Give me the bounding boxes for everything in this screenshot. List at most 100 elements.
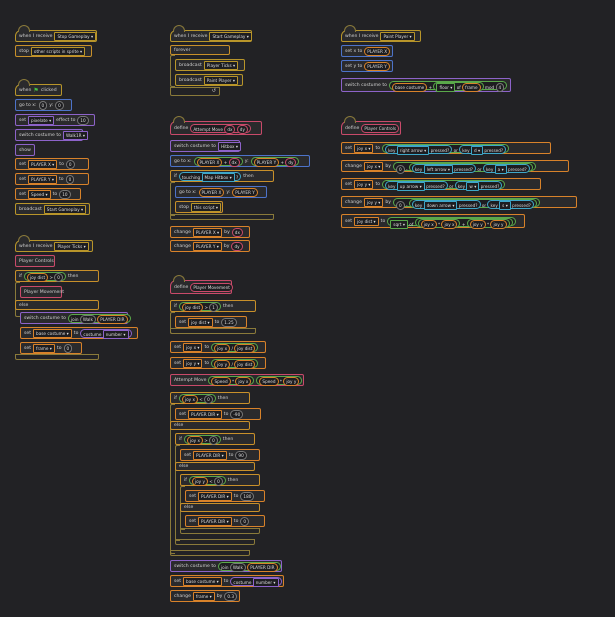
- set-var-block[interactable]: set PLAYER X to 0: [15, 158, 89, 170]
- set-var-block[interactable]: set joy y to joy y / joy dist: [170, 357, 266, 369]
- if-else-block[interactable]: if joy dist > 0 then: [15, 270, 99, 282]
- joy-x-reporter[interactable]: joy x: [186, 435, 203, 445]
- change-joy-x-block[interactable]: change joy x by 0 - key left arrow press…: [341, 160, 569, 174]
- key-dropdown[interactable]: a: [494, 164, 507, 174]
- key-pressed-sensor[interactable]: key left arrow pressed?: [411, 163, 476, 174]
- or-operator[interactable]: key down arrow pressed? or key s pressed…: [408, 198, 537, 210]
- player-y-reporter[interactable]: PLAYER Y: [364, 61, 390, 71]
- switch-costume-block[interactable]: forever switch costume to Hitbox: [170, 140, 241, 152]
- value-input[interactable]: 1.25: [221, 317, 237, 327]
- multiply-operator[interactable]: Speed * joy x: [208, 375, 255, 386]
- greater-than-operator[interactable]: joy dist > 0: [23, 271, 66, 282]
- call-player-controls[interactable]: Player Controls: [15, 255, 55, 267]
- base-costume-reporter[interactable]: base costume: [391, 82, 428, 92]
- value-input[interactable]: 0: [54, 272, 63, 282]
- joy-y-reporter[interactable]: joy y: [490, 219, 507, 229]
- set-joy-y-block[interactable]: set joy y to key up arrow pressed? or ke…: [341, 178, 541, 191]
- variable-dropdown[interactable]: PLAYER Y: [28, 174, 57, 184]
- joy-x-reporter[interactable]: joy x: [441, 219, 458, 229]
- when-receive-paint-hat[interactable]: when I receive Paint Player: [341, 25, 421, 42]
- value-input[interactable]: 0: [396, 200, 405, 210]
- set-joy-dist-block[interactable]: set joy dist to sqrt of joy x * joy x + …: [341, 214, 525, 229]
- stop-option-dropdown[interactable]: other scripts in sprite: [30, 46, 86, 56]
- switch-costume-block[interactable]: switch costume to base costume + floor o…: [341, 78, 511, 92]
- joy-y-reporter[interactable]: joy y: [469, 219, 486, 229]
- key-pressed-sensor[interactable]: key s pressed?: [487, 199, 534, 210]
- add-operator[interactable]: base costume + floor of frame mod 4: [388, 80, 508, 92]
- variable-dropdown[interactable]: base costume: [33, 328, 72, 338]
- define-attempt-move-hat[interactable]: define Attempt Move dx dy: [170, 116, 262, 135]
- if-else-block[interactable]: if joy x > 0 then: [175, 433, 255, 445]
- if-block[interactable]: if joy dist > 1 then: [170, 300, 256, 312]
- variable-dropdown[interactable]: PLAYER DIR: [198, 516, 232, 526]
- variable-dropdown[interactable]: PLAYER Y: [192, 241, 222, 251]
- stop-option-dropdown[interactable]: this script: [190, 202, 222, 212]
- variable-dropdown[interactable]: PLAYER DIR: [198, 491, 232, 501]
- joy-dist-reporter[interactable]: joy dist: [234, 359, 256, 369]
- less-than-operator[interactable]: joy x < 0: [178, 393, 216, 404]
- variable-dropdown[interactable]: joy y: [363, 197, 384, 207]
- joy-x-reporter[interactable]: joy x: [235, 376, 252, 386]
- broadcast-block[interactable]: broadcast Start Gameplay: [15, 203, 90, 215]
- when-flag-clicked-hat[interactable]: when ⚑ clicked: [15, 79, 62, 96]
- param-dx[interactable]: dx: [224, 124, 236, 134]
- variable-dropdown[interactable]: joy dist: [188, 317, 213, 327]
- add-operator[interactable]: joy x * joy x + joy y * joy y: [414, 217, 513, 229]
- key-dropdown[interactable]: right arrow: [396, 145, 430, 155]
- set-frame-block[interactable]: set frame to 0: [20, 342, 82, 354]
- or-operator[interactable]: key up arrow pressed? or key w pressed?: [382, 179, 506, 191]
- player-x-reporter[interactable]: PLAYER X: [198, 187, 225, 197]
- player-x-reporter[interactable]: PLAYER X: [196, 157, 223, 167]
- effect-value-input[interactable]: 10: [77, 115, 89, 125]
- greater-than-operator[interactable]: joy x > 0: [183, 434, 221, 445]
- message-dropdown[interactable]: Paint Player: [203, 75, 238, 85]
- change-joy-y-block[interactable]: change joy y by 0 - key down arrow press…: [341, 196, 577, 210]
- when-receive-start-hat[interactable]: when I receive Start Gameplay: [170, 25, 252, 42]
- value-input[interactable]: 0: [209, 435, 218, 445]
- define-player-movement-hat[interactable]: define Player Movement: [170, 275, 233, 294]
- value-input[interactable]: 0: [63, 343, 73, 353]
- value-input[interactable]: 180: [240, 491, 255, 501]
- costume-dropdown[interactable]: Hitbox: [217, 141, 241, 151]
- key-dropdown[interactable]: left arrow: [423, 164, 453, 174]
- call-player-movement[interactable]: Player Movement: [20, 286, 64, 298]
- value-input[interactable]: 0: [240, 516, 250, 526]
- set-var-block[interactable]: set joy x to joy x / joy dist: [170, 341, 266, 353]
- costume-number-reporter[interactable]: costume number: [80, 328, 132, 339]
- player-y-reporter[interactable]: PLAYER Y: [253, 157, 280, 167]
- param-dx[interactable]: dx: [231, 227, 243, 237]
- variable-dropdown[interactable]: frame: [192, 591, 215, 601]
- switch-costume-join-block[interactable]: switch costume to join Walk PLAYER DIR: [20, 312, 131, 324]
- player-x-reporter[interactable]: PLAYER X: [364, 46, 391, 56]
- floor-operator[interactable]: floor of frame: [433, 81, 484, 92]
- variable-dropdown[interactable]: joy x: [183, 342, 203, 352]
- costume-dropdown[interactable]: Walk1R: [62, 130, 88, 140]
- joy-y-reporter[interactable]: joy y: [191, 476, 208, 486]
- variable-dropdown[interactable]: PLAYER X: [192, 227, 223, 237]
- set-base-costume-block[interactable]: set base costume to costume number: [20, 327, 138, 339]
- less-than-operator[interactable]: joy y < 0: [188, 475, 226, 486]
- message-dropdown[interactable]: Stop Gameplay: [54, 31, 97, 41]
- param-dx[interactable]: dx: [228, 157, 240, 167]
- math-function-dropdown[interactable]: sqrt: [390, 219, 408, 229]
- number-dropdown[interactable]: number: [102, 329, 129, 339]
- set-var-block[interactable]: set joy dist to 1.25: [175, 316, 247, 328]
- broadcast-block[interactable]: broadcast Player Ticks: [175, 59, 245, 71]
- join-operator[interactable]: join Walk PLAYER DIR: [217, 561, 281, 572]
- joy-dist-reporter[interactable]: joy dist: [181, 302, 204, 312]
- joy-x-reporter[interactable]: joy x: [420, 219, 437, 229]
- player-dir-reporter[interactable]: PLAYER DIR: [97, 314, 128, 324]
- key-dropdown[interactable]: w: [466, 181, 480, 191]
- set-dir-block[interactable]: set PLAYER DIR to 90: [180, 449, 260, 461]
- touching-sensor[interactable]: touching Map Hitbox ?: [178, 171, 242, 182]
- speed-reporter[interactable]: Speed: [211, 376, 231, 386]
- if-else-block[interactable]: if joy y < 0 then: [180, 474, 260, 486]
- add-operator[interactable]: PLAYER X + dx: [193, 156, 243, 167]
- goto-xy-block[interactable]: go to x: PLAYER X y: PLAYER Y: [175, 186, 267, 198]
- key-pressed-sensor[interactable]: key down arrow pressed?: [411, 199, 481, 210]
- set-dir-block[interactable]: set PLAYER DIR to 0: [185, 515, 265, 527]
- when-receive-stop-hat[interactable]: when I receive Stop Gameplay: [15, 25, 97, 42]
- player-dir-reporter[interactable]: PLAYER DIR: [247, 562, 278, 572]
- subtract-operator[interactable]: 0 - key down arrow pressed? or key s pre…: [393, 197, 540, 210]
- set-var-block[interactable]: set Speed to 10: [15, 188, 81, 200]
